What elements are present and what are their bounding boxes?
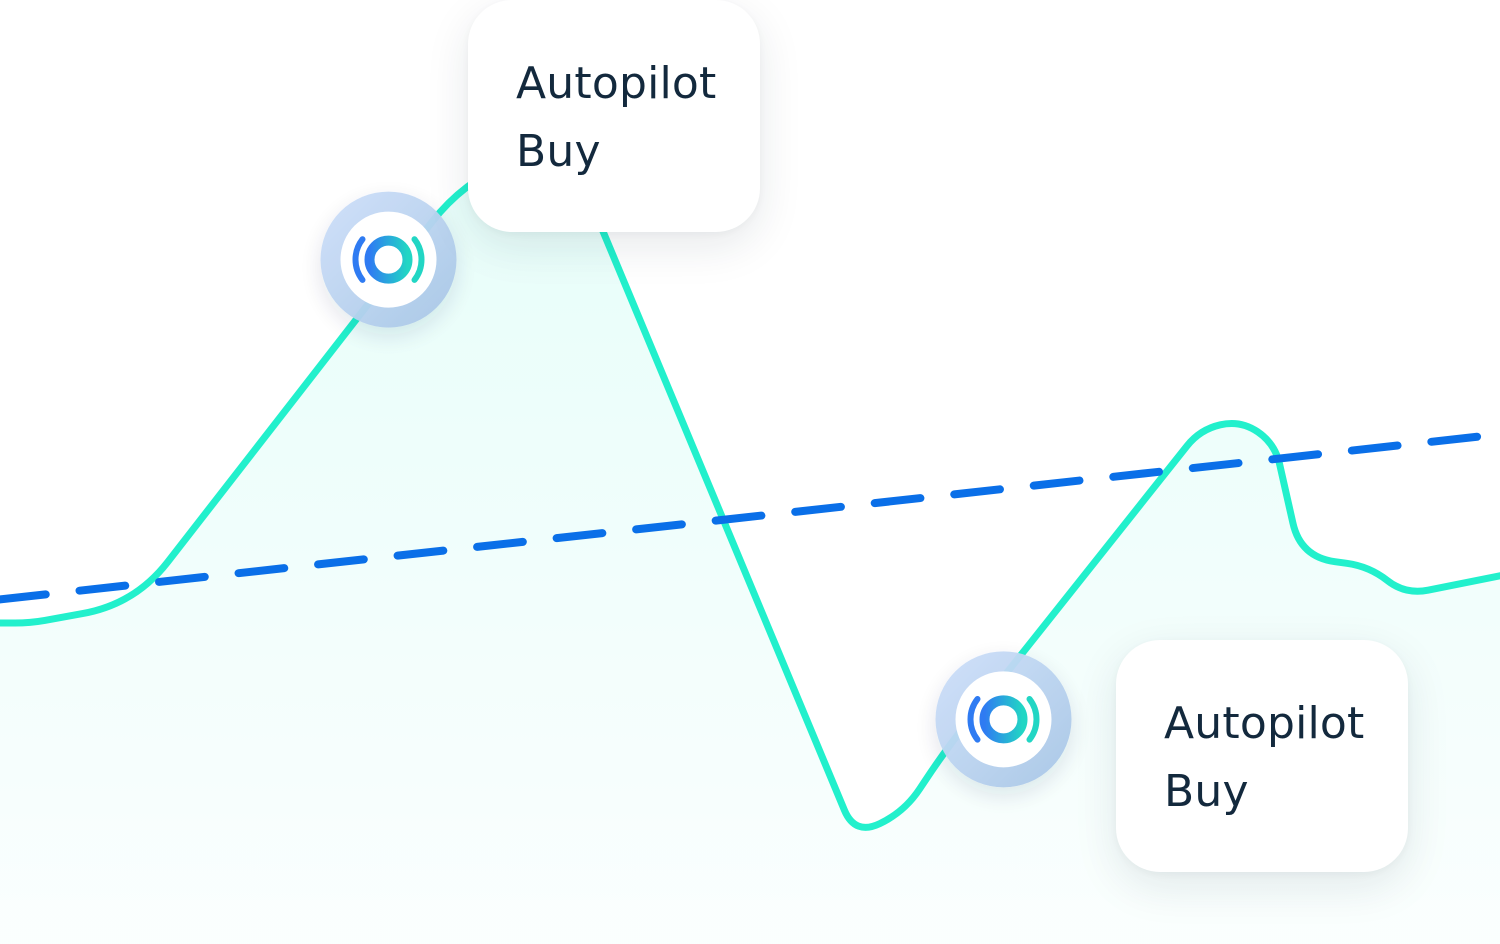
- callout-label: Autopilot Buy: [516, 58, 717, 177]
- signal-left-arc: [352, 236, 366, 283]
- signal-core-ring: [979, 695, 1028, 744]
- autopilot-marker: [320, 191, 457, 328]
- autopilot-buy-callout: Autopilot Buy: [468, 0, 760, 232]
- autopilot-marker: [935, 651, 1072, 788]
- autopilot-signal-icon: [967, 695, 1040, 744]
- marker-inner-disc: [340, 211, 437, 308]
- signal-left-arc: [967, 696, 981, 743]
- series-line-price: [0, 151, 1500, 831]
- callout-label: Autopilot Buy: [1164, 698, 1365, 817]
- series-line-trend-dashed: [0, 430, 1500, 604]
- autopilot-signal-icon: [352, 235, 425, 284]
- signal-right-arc: [1026, 696, 1040, 743]
- autopilot-buy-callout: Autopilot Buy: [1116, 640, 1408, 872]
- signal-right-arc: [411, 236, 425, 283]
- marker-inner-disc: [955, 671, 1052, 768]
- signal-core-ring: [364, 235, 413, 284]
